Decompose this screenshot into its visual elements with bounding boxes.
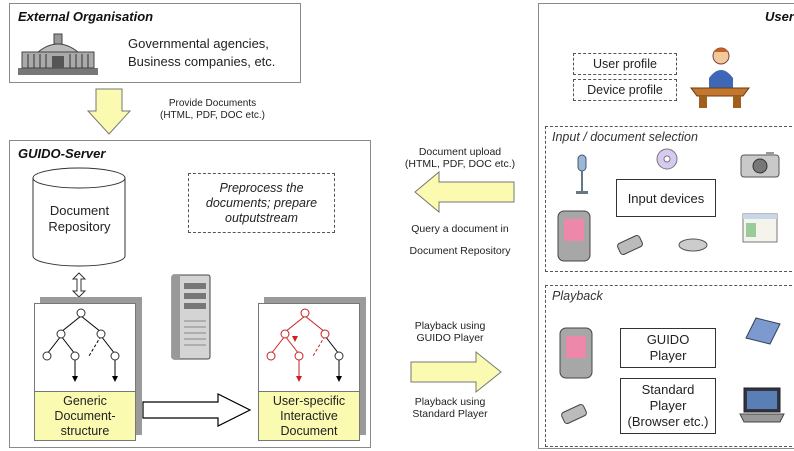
provide-documents-label: Provide Documents (HTML, PDF, DOC etc.) <box>145 98 280 122</box>
query-line-2: Document Repository <box>409 245 511 257</box>
guido-server-panel: GUIDO-Server Document Repository Preproc… <box>9 140 371 448</box>
camera-icon <box>740 152 780 178</box>
user-doc-line-3: Document <box>280 423 338 438</box>
document-repository-cylinder <box>32 167 126 267</box>
standard-player-line-3: (Browser etc.) <box>627 414 709 429</box>
user-at-desk-icon <box>690 47 750 108</box>
playback-panel: Playback GUIDO Player Standard Player (B… <box>545 285 794 447</box>
tablet-icon <box>745 317 781 345</box>
input-devices-box: Input devices <box>616 179 716 217</box>
external-organisation-title: External Organisation <box>18 9 154 24</box>
document-upload-label: Document upload (HTML, PDF, DOC etc.) <box>390 146 530 170</box>
guido-server-title: GUIDO-Server <box>18 146 106 161</box>
transform-arrow <box>142 393 252 427</box>
upload-arrow-left <box>414 170 515 214</box>
preprocess-line-1: Preprocess the <box>219 180 304 195</box>
playback-standard-label: Playback using Standard Player <box>395 396 505 420</box>
pda-playback-icon <box>559 327 593 379</box>
query-document-label: Query a document in Document Repository <box>390 218 530 262</box>
browser-window-icon <box>742 213 778 243</box>
preprocess-note: Preprocess the documents; prepare output… <box>188 173 335 233</box>
standard-player-line-1: Standard <box>641 382 695 397</box>
playback-guido-line-1: Playback using <box>414 320 486 332</box>
cd-icon <box>656 148 678 170</box>
device-profile-box: Device profile <box>573 79 677 101</box>
provide-documents-line-1: Provide Documents <box>168 98 257 109</box>
playback-guido-label: Playback using GUIDO Player <box>395 320 505 344</box>
document-repository-line-1: Document <box>49 203 110 218</box>
external-organisation-text-2: Business companies, etc. <box>128 54 276 69</box>
generic-line-2: Document- <box>54 408 116 423</box>
guido-player-line-2: Player <box>649 348 687 363</box>
document-repository-line-2: Repository <box>48 219 111 234</box>
user-doc-line-2: Interactive <box>280 408 338 423</box>
repository-link-arrow <box>71 272 87 298</box>
preprocess-line-2: documents; prepare <box>205 195 318 210</box>
user-panel-title: User <box>765 9 794 24</box>
external-organisation-text-1: Governmental agencies, <box>128 36 269 51</box>
user-doc-line-1: User-specific <box>272 393 346 408</box>
generic-tree-diagram <box>42 308 120 382</box>
input-selection-panel: Input / document selection Input devices <box>545 126 794 272</box>
standard-player-line-2: Player <box>649 398 687 413</box>
mobile-phone-icon <box>617 234 643 256</box>
provide-documents-line-2: (HTML, PDF, DOC etc.) <box>159 110 265 121</box>
mobile-phone-playback-icon <box>561 403 587 425</box>
laptop-icon <box>739 387 785 423</box>
mouse-icon <box>678 238 708 252</box>
generic-document-structure-card: Generic Document- structure <box>34 303 136 441</box>
user-specific-document-card: User-specific Interactive Document <box>258 303 360 441</box>
government-building-icon <box>18 33 98 75</box>
generic-line-3: structure <box>60 423 110 438</box>
server-tower-icon <box>171 274 211 360</box>
user-specific-tree-diagram <box>266 308 344 382</box>
user-profile-box: User profile <box>573 53 677 75</box>
document-upload-line-1: Document upload <box>418 146 502 158</box>
preprocess-line-3: outputstream <box>225 210 298 225</box>
user-panel: User User profile Device profile Input /… <box>538 3 794 449</box>
playback-panel-title: Playback <box>552 289 603 303</box>
pda-icon <box>557 210 591 262</box>
playback-std-line-2: Standard Player <box>412 408 488 420</box>
playback-guido-line-2: GUIDO Player <box>416 332 484 344</box>
external-organisation-panel: External Organisation Governmental agenc… <box>9 3 301 83</box>
generic-document-structure-label: Generic Document- structure <box>35 391 135 440</box>
input-selection-title: Input / document selection <box>552 130 698 144</box>
query-line-1: Query a document in <box>411 223 509 235</box>
provide-documents-arrow <box>86 88 132 135</box>
document-upload-line-2: (HTML, PDF, DOC etc.) <box>404 158 516 170</box>
user-specific-document-label: User-specific Interactive Document <box>259 391 359 440</box>
generic-line-1: Generic <box>63 393 107 408</box>
microphone-icon <box>576 154 588 194</box>
guido-player-line-1: GUIDO <box>646 332 690 347</box>
standard-player-box: Standard Player (Browser etc.) <box>620 378 716 434</box>
playback-arrow-right <box>410 350 502 394</box>
playback-std-line-1: Playback using <box>414 396 486 408</box>
document-repository-label: Document Repository <box>32 203 127 235</box>
guido-player-box: GUIDO Player <box>620 328 716 368</box>
